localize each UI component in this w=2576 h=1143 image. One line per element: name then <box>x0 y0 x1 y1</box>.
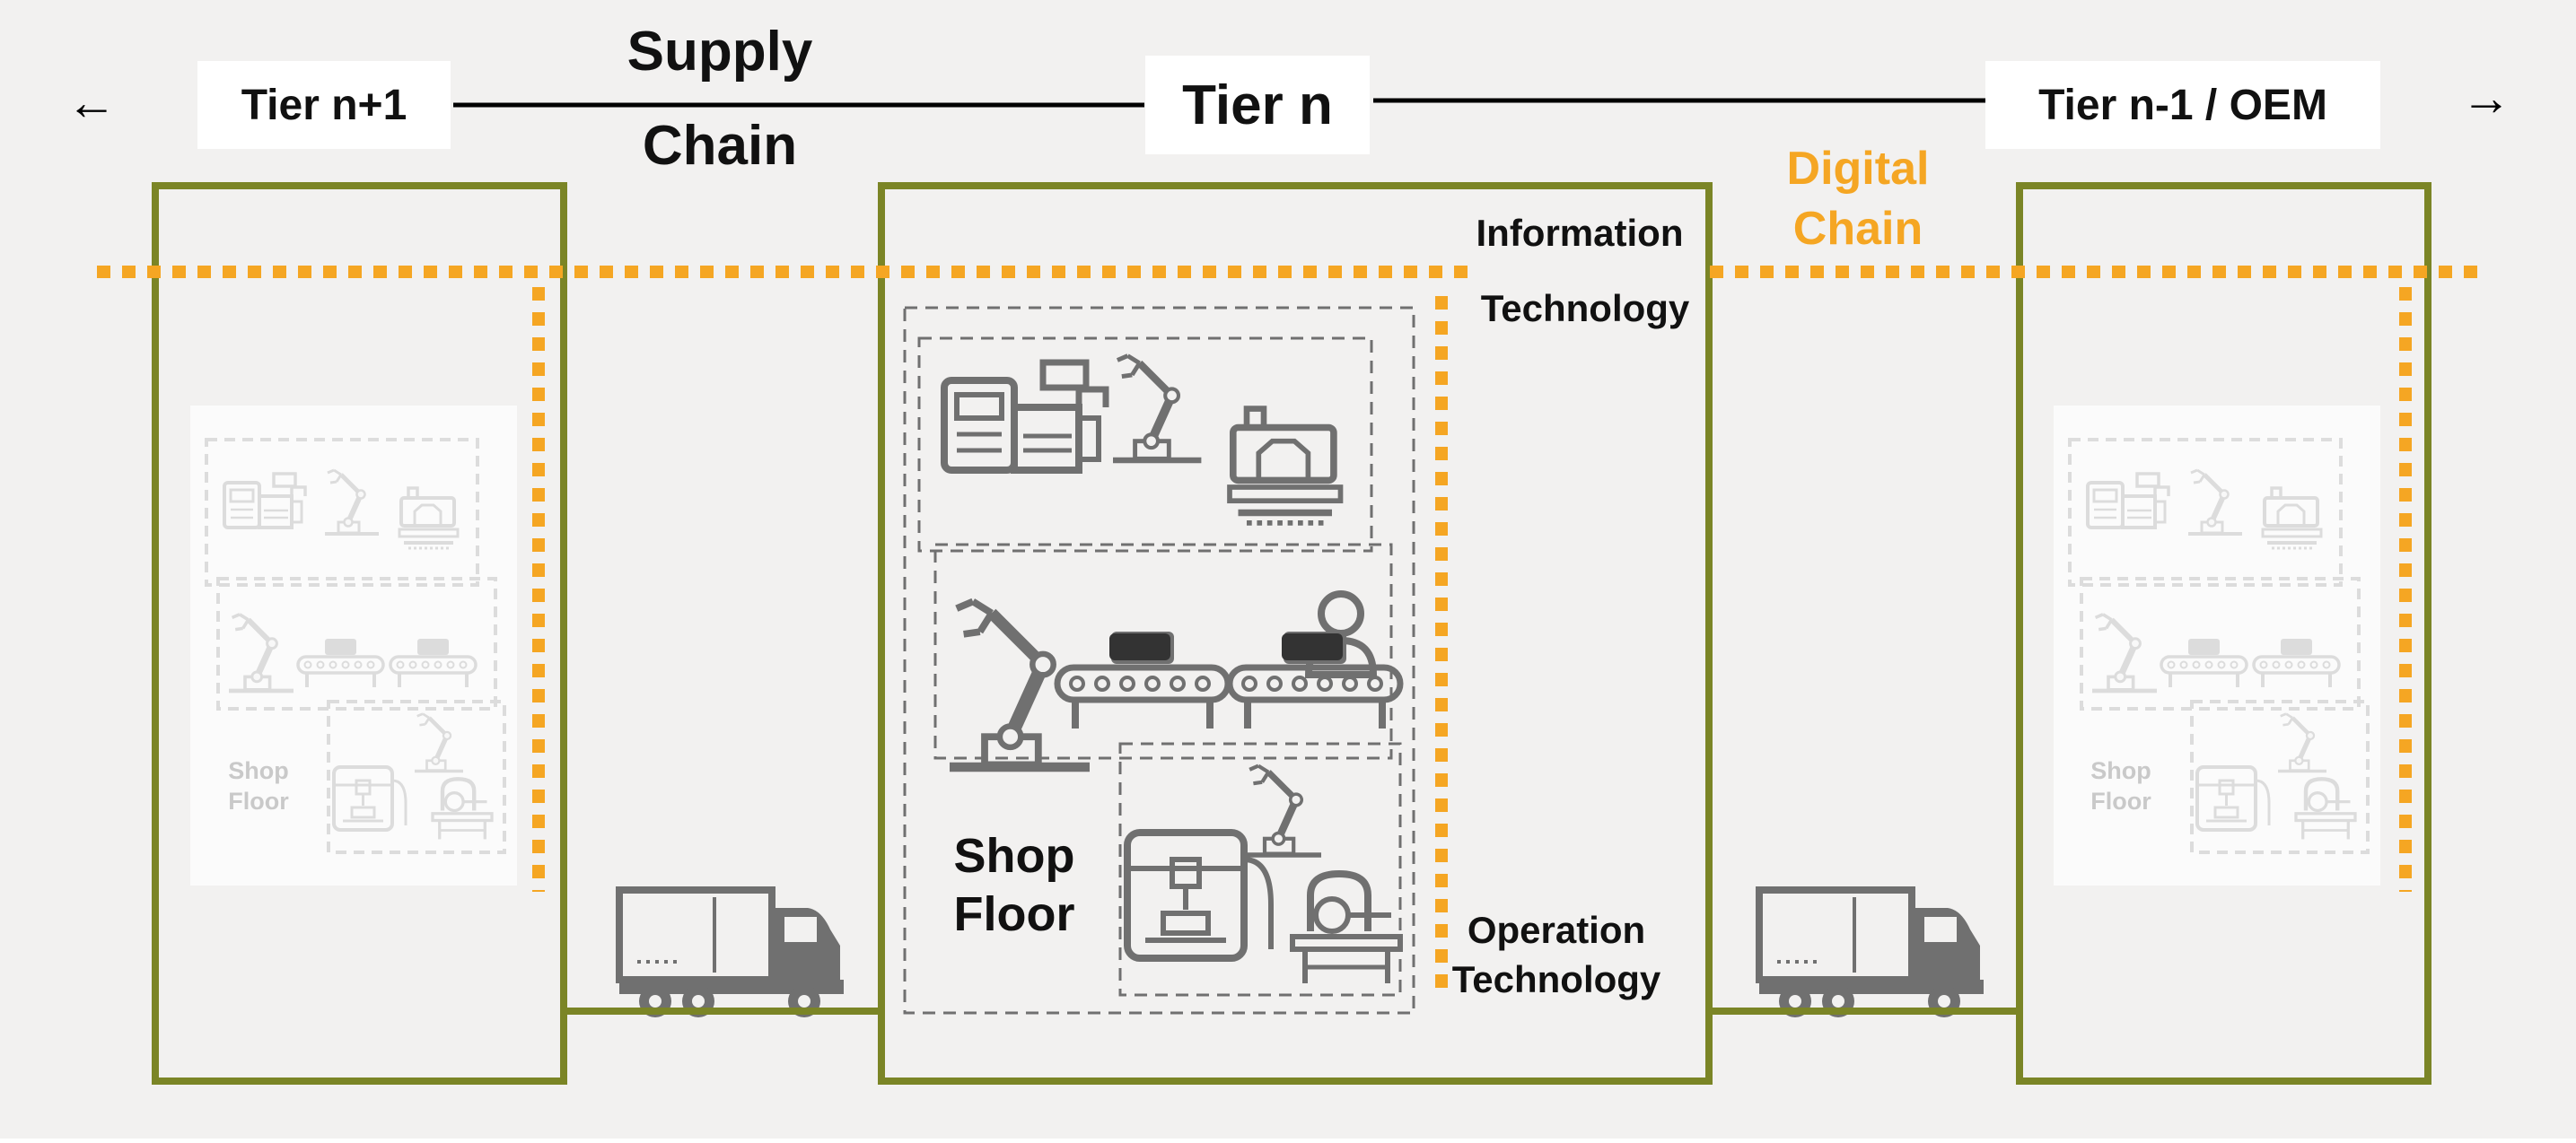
right-floor-label: Floor <box>2090 788 2151 815</box>
digital-chain <box>97 266 2486 992</box>
tier-center-label: Tier n <box>1182 74 1333 136</box>
information-label: Information <box>1476 212 1684 254</box>
cell-2-boundary <box>933 543 1393 760</box>
digital-label: Digital <box>1787 143 1930 195</box>
right-shop-label: Shop <box>2090 757 2151 784</box>
right-tier-factory: Shop Floor <box>2054 406 2380 886</box>
tier-right-label: Tier n-1 / OEM <box>2038 82 2327 129</box>
center-tier-factory: Shop Floor <box>903 306 1415 1015</box>
tier-left-box <box>197 61 451 149</box>
operation-label: Operation <box>1468 909 1645 951</box>
box-dark <box>1109 633 1170 660</box>
left-shop-label: Shop <box>228 757 289 784</box>
factory-outer-boundary <box>903 306 1415 1015</box>
left-tier-factory: Shop Floor <box>190 406 517 886</box>
tier-center-box <box>1145 56 1370 154</box>
supply-label: Supply <box>627 21 813 83</box>
left-arrow-icon: ← <box>66 74 117 130</box>
tier-left-label: Tier n+1 <box>241 82 407 129</box>
digital-chain-label: Chain <box>1793 203 1923 255</box>
tier-right-frame <box>2016 182 2431 1085</box>
floor-label: Floor <box>954 887 1075 941</box>
tier-center-frame <box>878 182 1713 1085</box>
cell-3-boundary <box>1118 742 1402 997</box>
tier-left-frame <box>152 182 567 1085</box>
cell-1-boundary <box>917 336 1373 553</box>
tier-frames <box>152 182 2431 1085</box>
left-floor-label: Floor <box>228 788 289 815</box>
right-arrow-icon: → <box>2461 69 2511 126</box>
technology-label: Technology <box>1481 287 1690 329</box>
box-dark-2 <box>1282 633 1343 660</box>
operation-technology-label: Technology <box>1452 958 1661 1000</box>
shop-label: Shop <box>954 829 1075 883</box>
information-bg <box>1461 206 1704 260</box>
chain-label: Chain <box>643 115 797 177</box>
tier-right-box <box>1985 61 2380 149</box>
